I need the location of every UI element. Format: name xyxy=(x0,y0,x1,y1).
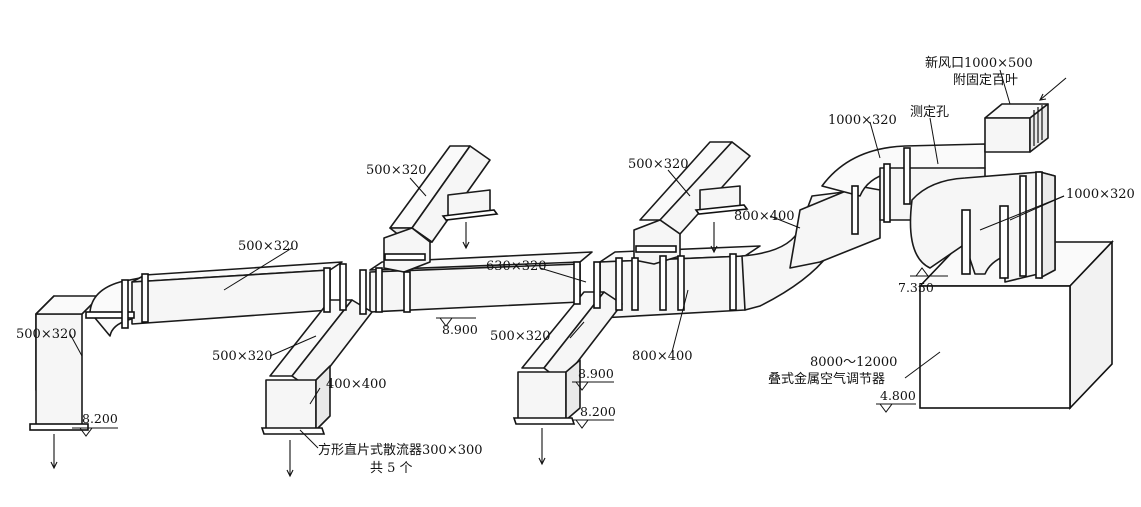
fresh-air-intake xyxy=(909,103,1056,283)
duct-size-500x320-branch-b: 500×320 xyxy=(628,157,689,172)
duct-size-630x320: 630×320 xyxy=(486,259,547,274)
duct-size-500x320-right: 500×320 xyxy=(490,329,551,344)
elevation-markers xyxy=(72,267,948,437)
fresh-air-label-line1: 新风口1000×500 xyxy=(925,56,1033,71)
fresh-air-label-line2: 附固定百叶 xyxy=(953,73,1019,88)
duct-size-500x320-mid: 500×320 xyxy=(212,349,273,364)
duct-size-400x400: 400×400 xyxy=(326,377,387,392)
branch-duct-a xyxy=(383,145,499,273)
duct-size-1000x320-right: 1000×320 xyxy=(1066,187,1135,202)
elevation-8200-right: 8.200 xyxy=(580,404,616,419)
branch-duct-d xyxy=(512,291,623,425)
elevation-8900-right: 8.900 xyxy=(578,366,614,381)
leader-lines xyxy=(69,69,1065,449)
duct-size-500x320-main: 500×320 xyxy=(238,239,299,254)
duct-flanges xyxy=(29,147,911,431)
diffuser-label-line1: 方形直片式散流器300×300 xyxy=(318,443,483,458)
ahu-label-line1: 8000～12000 xyxy=(810,355,898,370)
duct-size-800x400-upper: 800×400 xyxy=(734,209,795,224)
elevation-8900-main: 8.900 xyxy=(442,322,478,337)
duct-size-1000x320-top: 1000×320 xyxy=(828,113,897,128)
measure-hole-label: 测定孔 xyxy=(910,105,950,120)
branch-duct-c xyxy=(260,299,373,435)
elevation-8200-left: 8.200 xyxy=(82,411,118,426)
elevation-7350: 7.350 xyxy=(898,280,934,295)
duct-size-500x320-left: 500×320 xyxy=(16,327,77,342)
duct-size-500x320-branch-a: 500×320 xyxy=(366,163,427,178)
duct-size-800x400-lower: 800×400 xyxy=(632,349,693,364)
diffuser-label-line2: 共 5 个 xyxy=(370,461,413,476)
airflow-arrows xyxy=(50,77,1067,478)
air-conditioning-unit xyxy=(918,240,1114,410)
ahu-label-line2: 叠式金属空气调节器 xyxy=(768,372,886,387)
elevation-4800: 4.800 xyxy=(880,388,916,403)
